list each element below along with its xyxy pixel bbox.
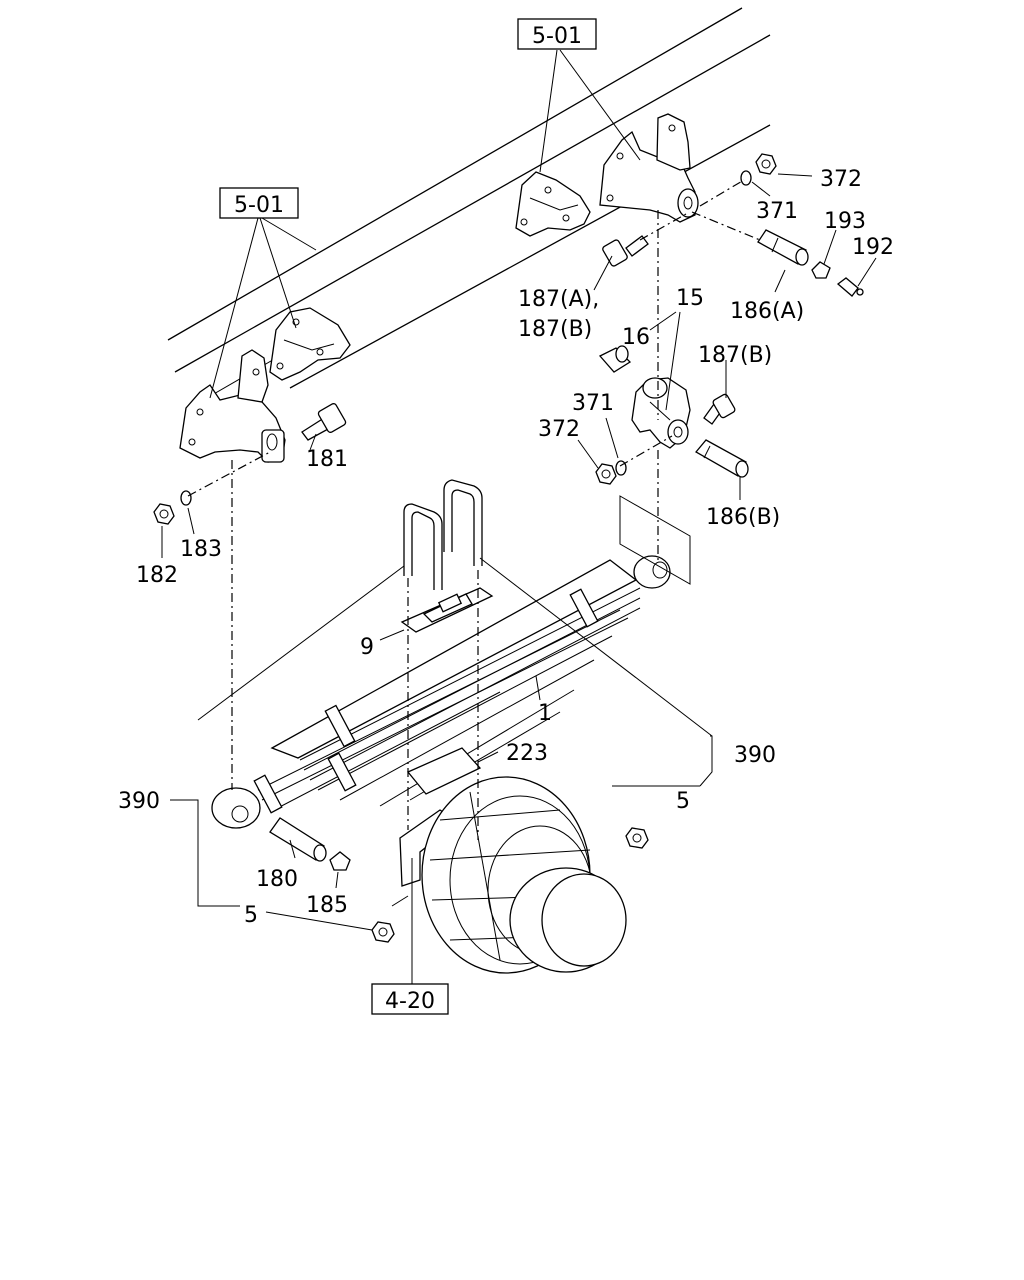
callout-180: 180 xyxy=(256,867,298,892)
axle-drum xyxy=(399,776,627,974)
callout-183: 183 xyxy=(180,537,222,562)
u-bolt-nut-right xyxy=(625,827,649,849)
ref-label-top: 5-01 xyxy=(532,24,582,49)
front-frame-bracket xyxy=(269,307,351,381)
callout-186b: 186(B) xyxy=(706,505,780,530)
front-hanger-bracket xyxy=(179,349,286,463)
ref-label-left: 5-01 xyxy=(234,193,284,218)
nut-372-top xyxy=(755,153,777,175)
callout-187a: 187(A), xyxy=(518,287,599,312)
callout-187b: 187(B) xyxy=(698,343,772,368)
callout-181: 181 xyxy=(306,447,348,472)
callout-371-top: 371 xyxy=(756,199,798,224)
callout-223: 223 xyxy=(506,741,548,766)
washer-183 xyxy=(180,490,192,506)
rear-frame-bracket xyxy=(515,171,591,237)
grease-nipple-185 xyxy=(329,851,351,871)
callout-372: 372 xyxy=(538,417,580,442)
grease-nipple-192 xyxy=(836,277,864,297)
ref-box-left: 5-01 xyxy=(219,187,299,219)
leader-lines xyxy=(161,49,877,986)
callout-187b-line2: 187(B) xyxy=(518,317,592,342)
callout-9: 9 xyxy=(360,635,374,660)
leaf-spring xyxy=(211,555,671,829)
callout-390-left: 390 xyxy=(118,789,160,814)
u-bolt-nut-left xyxy=(371,921,395,943)
callout-193: 193 xyxy=(824,209,866,234)
u-bolt-front xyxy=(403,503,443,590)
callouts: 372 371 193 192 187(A), 187(B) 186(A) 15… xyxy=(118,167,894,928)
callout-5-right: 5 xyxy=(676,789,690,814)
shackle-plane xyxy=(619,495,691,585)
ref-box-bottom: 4-20 xyxy=(371,983,449,1015)
callout-192: 192 xyxy=(852,235,894,260)
nut-372 xyxy=(595,463,617,485)
spring-shackle xyxy=(631,377,691,449)
washer-371-top xyxy=(740,170,752,186)
u-bolt-rear xyxy=(443,479,483,566)
callout-5-left: 5 xyxy=(244,903,258,928)
callout-185: 185 xyxy=(306,893,348,918)
shackle-pin-b xyxy=(695,439,749,478)
callout-372-top: 372 xyxy=(820,167,862,192)
ref-box-top: 5-01 xyxy=(517,18,597,50)
callout-15: 15 xyxy=(676,286,704,311)
spring-shim xyxy=(406,747,482,795)
callout-371: 371 xyxy=(572,391,614,416)
rear-hanger-bracket xyxy=(599,113,699,223)
bolt-187a xyxy=(602,235,649,267)
callout-390-right: 390 xyxy=(734,743,776,768)
callout-186a: 186(A) xyxy=(730,299,804,324)
callout-182: 182 xyxy=(136,563,178,588)
callout-16: 16 xyxy=(622,325,650,350)
ref-label-bottom: 4-20 xyxy=(385,989,435,1014)
bolt-181 xyxy=(301,403,347,441)
nut-182 xyxy=(153,503,175,525)
shackle-bolt-b xyxy=(703,393,736,425)
grease-nipple-adapter-193 xyxy=(811,261,831,279)
shackle-bushing xyxy=(598,345,632,373)
assembly-centerlines xyxy=(187,179,761,840)
hanger-pin-a xyxy=(757,229,809,266)
spring-plate xyxy=(400,587,494,633)
callout-1: 1 xyxy=(538,701,552,726)
spring-pin-180 xyxy=(269,817,327,862)
